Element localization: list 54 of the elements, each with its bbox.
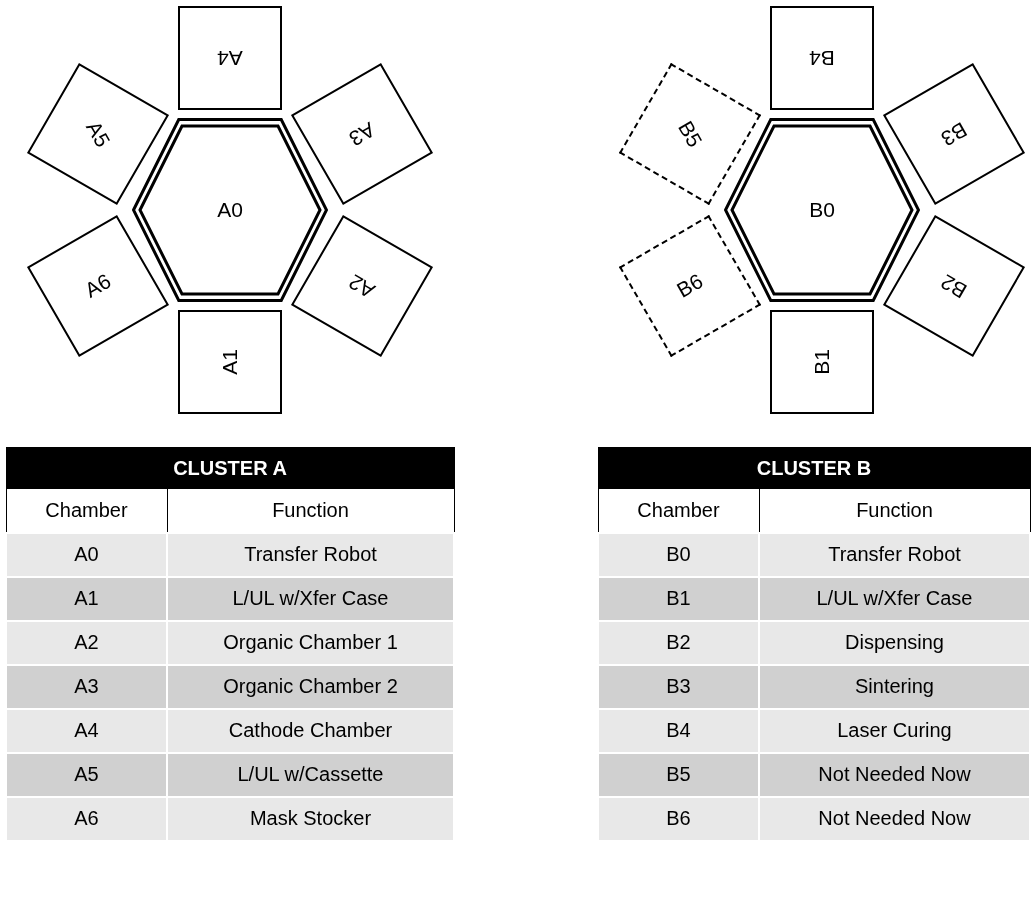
chamber-label: B0 (809, 198, 835, 222)
function-name: Cathode Chamber (167, 708, 454, 753)
function-name: Organic Chamber 2 (167, 664, 454, 709)
chamber-label: B3 (936, 117, 971, 151)
chamber-id: B3 (598, 664, 759, 709)
chamber-label: B2 (936, 269, 971, 303)
chamber-id: A1 (6, 576, 167, 621)
chamber-id: A3 (6, 664, 167, 709)
chamber-square (178, 310, 282, 414)
column-header: Function (167, 488, 454, 533)
chamber-id: A5 (6, 752, 167, 797)
function-name: Not Needed Now (759, 752, 1030, 797)
function-name: Transfer Robot (759, 532, 1030, 577)
chamber-label: B6 (673, 269, 708, 303)
chamber-label: A2 (344, 269, 379, 303)
chamber-id: B0 (598, 532, 759, 577)
chamber-id: A6 (6, 796, 167, 841)
chamber-id: A4 (6, 708, 167, 753)
chamber-id: B5 (598, 752, 759, 797)
function-name: Organic Chamber 1 (167, 620, 454, 665)
chamber-label: A1 (218, 349, 242, 375)
chamber-label: B4 (809, 46, 835, 70)
chamber-id: B1 (598, 576, 759, 621)
function-name: Mask Stocker (167, 796, 454, 841)
function-name: L/UL w/Xfer Case (759, 576, 1030, 621)
column-header: Chamber (6, 488, 167, 533)
chamber-id: B4 (598, 708, 759, 753)
function-name: L/UL w/Cassette (167, 752, 454, 797)
function-name: Transfer Robot (167, 532, 454, 577)
function-name: Not Needed Now (759, 796, 1030, 841)
chamber-id: A0 (6, 532, 167, 577)
chamber-label: A5 (81, 116, 116, 152)
chamber-label: A4 (217, 46, 243, 70)
column-header: Function (759, 488, 1030, 533)
chamber-label: B5 (673, 116, 708, 152)
function-name: Laser Curing (759, 708, 1030, 753)
chamber-square (770, 310, 874, 414)
column-header: Chamber (598, 488, 759, 533)
chamber-label: A3 (344, 117, 379, 151)
chamber-square (178, 6, 282, 110)
hexagon-chamber (724, 118, 920, 302)
table-title: CLUSTER A (6, 447, 454, 489)
chamber-label: B1 (810, 349, 834, 375)
function-name: Dispensing (759, 620, 1030, 665)
chamber-label: A0 (217, 198, 243, 222)
hexagon-chamber (132, 118, 328, 302)
chamber-id: B6 (598, 796, 759, 841)
chamber-square (770, 6, 874, 110)
chamber-id: A2 (6, 620, 167, 665)
chamber-id: B2 (598, 620, 759, 665)
chamber-label: A6 (81, 269, 116, 303)
function-name: L/UL w/Xfer Case (167, 576, 454, 621)
table-title: CLUSTER B (598, 447, 1030, 489)
function-name: Sintering (759, 664, 1030, 709)
